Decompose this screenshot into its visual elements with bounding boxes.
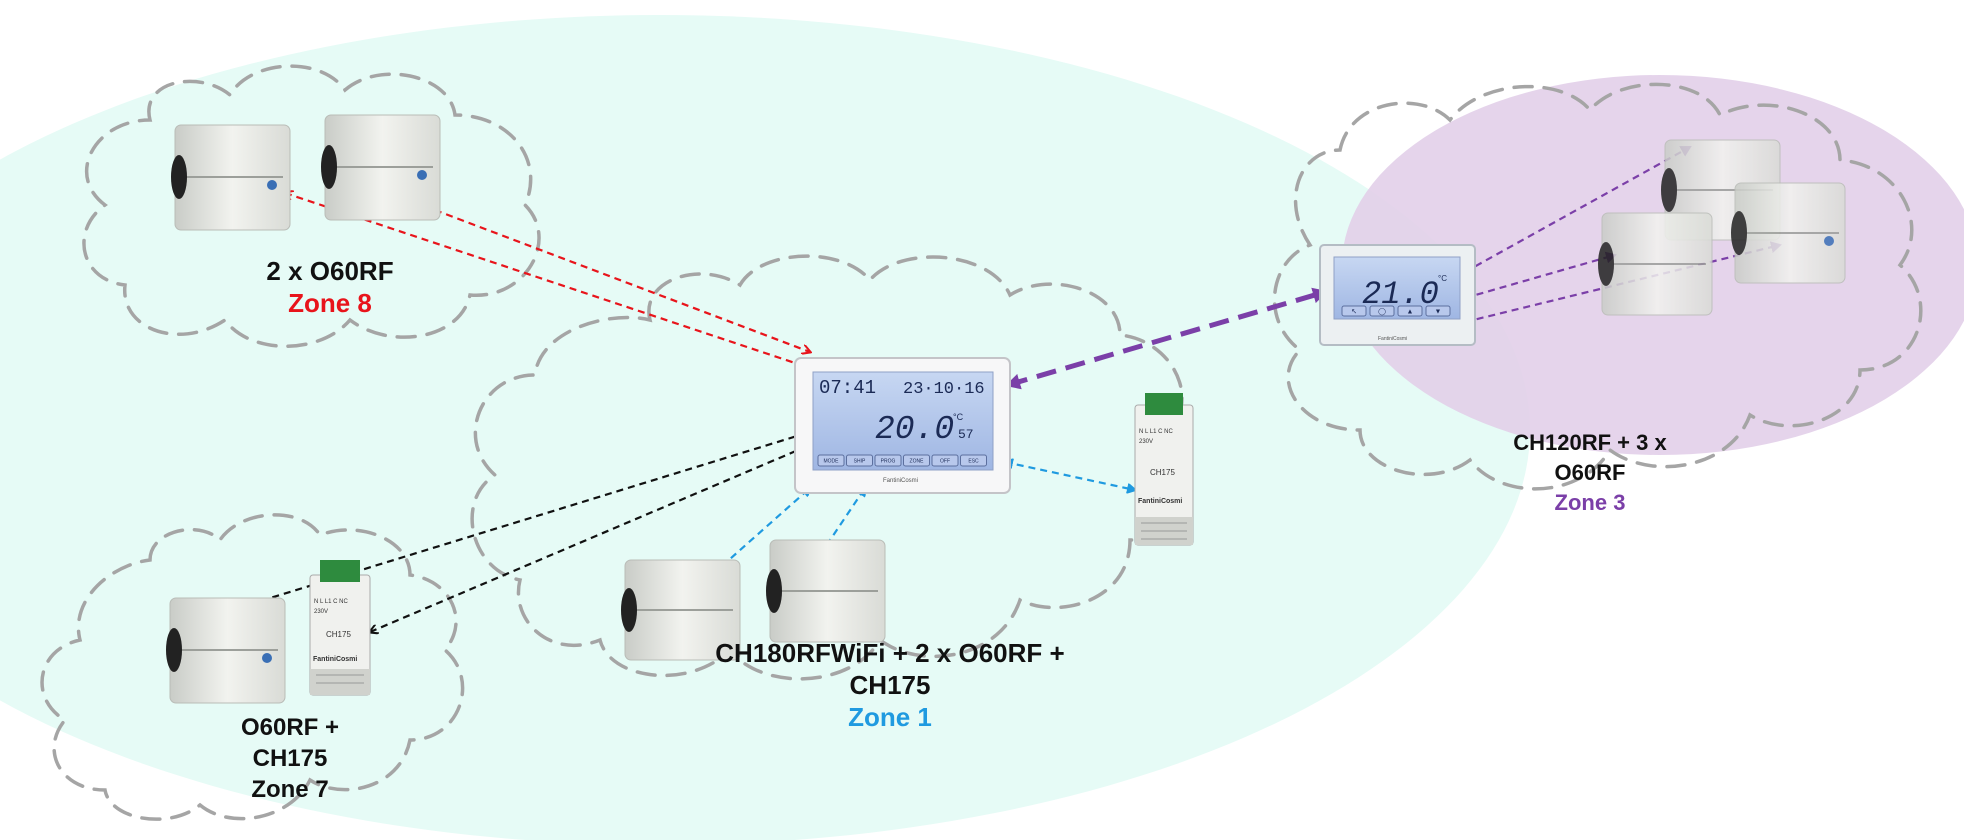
- ch175-model: CH175: [326, 630, 351, 639]
- thermostat-button-label: ▼: [1435, 309, 1442, 316]
- thermostat-button-label: ↖: [1351, 309, 1357, 316]
- label-zone7-line2: CH175: [252, 745, 328, 772]
- ch175-terminals: N L L1 C NC: [1139, 429, 1173, 435]
- link-zone8-valve2: [390, 193, 810, 352]
- thermostat-button[interactable]: [1369, 305, 1395, 317]
- thermostat-button-label: SHIP: [854, 458, 866, 464]
- valve-o60rf-zone1-2: [766, 539, 886, 643]
- ch175-brand: FantiniCosmi: [313, 656, 357, 663]
- ch175-brand: FantiniCosmi: [1138, 498, 1182, 505]
- ch175-module-zone7: N L L1 C NC 230V CH175 FantiniCosmi: [309, 560, 371, 696]
- label-zone3-line2: O60RF: [1554, 460, 1626, 485]
- ch175-voltage: 230V: [1139, 439, 1153, 445]
- valve-o60rf-zone8-1: [171, 124, 291, 231]
- thermostat-button-label: MODE: [824, 458, 840, 464]
- thermostat-humidity: 57: [958, 427, 974, 442]
- label-zone3-zone: Zone 3: [1554, 490, 1626, 515]
- link-zone7-ch175: [370, 445, 810, 632]
- label-zone8: 2 x O60RF Zone 8: [230, 255, 430, 319]
- thermostat-button[interactable]: [817, 454, 845, 467]
- valve-o60rf-zone7: [166, 597, 286, 704]
- thermostat-button[interactable]: [931, 454, 959, 467]
- thermostat-button[interactable]: [1397, 305, 1423, 317]
- thermostat-button[interactable]: [1425, 305, 1451, 317]
- label-zone1-zone: Zone 1: [848, 702, 932, 732]
- thermostat-button-label: ◯: [1378, 308, 1386, 316]
- cloud-zone7: [40, 513, 465, 821]
- thermostat-button[interactable]: [903, 454, 930, 467]
- ch175-voltage: 230V: [314, 609, 328, 615]
- label-zone7-line1: O60RF +: [240, 714, 340, 741]
- label-zone7: O60RF + CH175 Zone 7: [200, 712, 380, 805]
- label-zone8-devices: 2 x O60RF: [266, 256, 394, 286]
- label-zone8-zone: Zone 8: [288, 288, 372, 318]
- thermostat-button-label: ▲: [1407, 309, 1414, 316]
- ch175-terminals: N L L1 C NC: [314, 599, 348, 605]
- ch175-module-zone1: N L L1 C NC 230V CH175 FantiniCosmi: [1134, 393, 1194, 546]
- label-zone3: CH120RF + 3 x O60RF Zone 3: [1470, 428, 1710, 518]
- label-zone7-zone: Zone 7: [251, 776, 329, 803]
- thermostat-button-row: MODE SHIP PROG ZONE OFF ESC: [817, 454, 987, 467]
- thermostat-date: 23·10·16: [903, 380, 985, 399]
- thermostat-ch180rfwifi: 07:41 23·10·16 20.0 °C 57 MODE SHIP PROG ZO…: [794, 357, 1011, 494]
- thermostat-button-label: OFF: [940, 458, 950, 464]
- valve-o60rf-zone1-1: [621, 559, 741, 661]
- thermostat-ch120-unit: °C: [1438, 274, 1447, 283]
- label-zone1-line1: CH180RFWiFi + 2 x O60RF +: [715, 638, 1065, 668]
- label-zone3-line1: CH120RF + 3 x: [1513, 430, 1667, 455]
- ch175-model: CH175: [1150, 468, 1175, 477]
- thermostat-unit: °C: [953, 412, 964, 422]
- label-zone1-line2: CH175: [849, 670, 931, 700]
- thermostat-brand: FantiniCosmi: [883, 478, 918, 484]
- thermostat-button-label: PROG: [881, 458, 896, 464]
- thermostat-ch120-button-row: ↖ ◯ ▲ ▼: [1341, 305, 1451, 317]
- thermostat-time: 07:41: [819, 377, 876, 399]
- thermostat-button[interactable]: [1341, 305, 1367, 317]
- thermostat-button[interactable]: [846, 454, 873, 467]
- valve-o60rf-zone8-2: [321, 114, 441, 221]
- valve-o60rf-zone3-2: [1731, 182, 1846, 284]
- thermostat-temperature: 20.0: [875, 411, 954, 448]
- link-main-ch120rf: [1005, 287, 1328, 390]
- thermostat-ch120-brand: FantiniCosmi: [1378, 336, 1407, 342]
- thermostat-ch120rf: 21.0 °C ↖◯▲▼ FantiniCosmi: [1319, 244, 1476, 346]
- thermostat-button-label: ESC: [968, 458, 979, 464]
- thermostat-button-label: ZONE: [910, 458, 925, 464]
- thermostat-button[interactable]: [874, 454, 902, 467]
- valve-o60rf-zone3-3: [1598, 212, 1713, 316]
- label-zone1: CH180RFWiFi + 2 x O60RF + CH175 Zone 1: [670, 637, 1110, 733]
- link-zone1-ch175: [1005, 462, 1135, 490]
- thermostat-button[interactable]: [960, 454, 987, 467]
